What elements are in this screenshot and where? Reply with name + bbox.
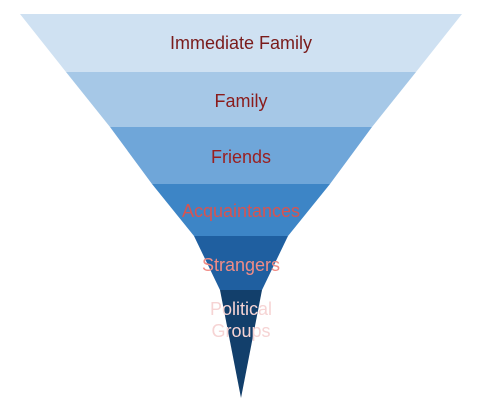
layer-political-groups-label-line1: Political: [210, 299, 272, 319]
layer-family-label: Family: [215, 91, 268, 111]
layer-immediate-family-label: Immediate Family: [170, 33, 312, 53]
layer-friends: Friends: [110, 127, 372, 184]
layer-strangers-band: [194, 236, 288, 290]
layer-friends-band: [110, 127, 372, 184]
layer-family-band: [66, 72, 416, 127]
layer-strangers: Strangers: [194, 236, 288, 290]
layer-acquaintances: Acquaintances: [152, 184, 330, 236]
layer-family: Family: [66, 72, 416, 127]
layer-political-groups: Political Groups: [210, 290, 272, 398]
layer-political-groups-band: [220, 290, 262, 398]
layer-acquaintances-band: [152, 184, 330, 236]
layer-friends-label: Friends: [211, 147, 271, 167]
layer-strangers-label: Strangers: [202, 255, 280, 275]
layer-immediate-family-band: [20, 14, 462, 72]
layer-political-groups-label-line2: Groups: [211, 321, 270, 341]
layer-immediate-family: Immediate Family: [20, 14, 462, 72]
layer-acquaintances-label: Acquaintances: [182, 201, 300, 221]
